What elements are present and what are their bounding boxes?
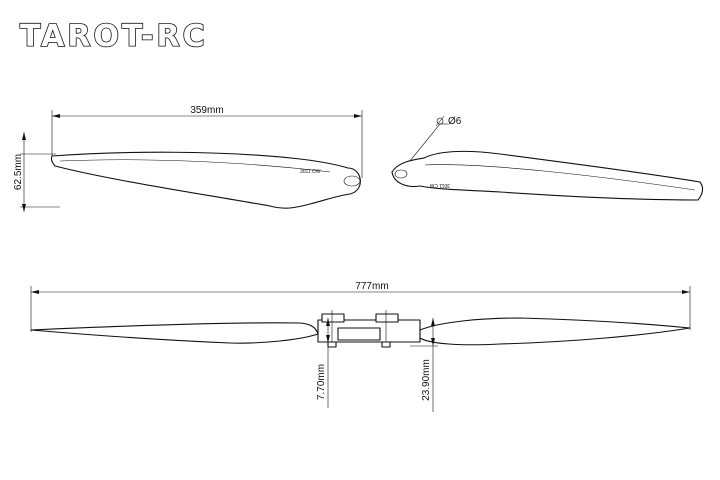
- left-blade-side: [30, 322, 319, 344]
- hub-blade-outline: [391, 150, 704, 201]
- width-arrow-bottom: [22, 204, 26, 212]
- total-height-label: 23.90mm: [421, 359, 432, 401]
- width-arrow-top: [22, 132, 26, 140]
- hub-nut-left: [327, 341, 337, 348]
- mount-hole: [343, 175, 361, 187]
- hub-height-arrow-bottom: [326, 335, 330, 343]
- length-arrow-right: [354, 114, 362, 118]
- brand-logo: TAROT-RC: [20, 19, 208, 54]
- span-arrow-left: [31, 290, 39, 294]
- hub-nut-right: [381, 341, 391, 348]
- blade-edge-line: [59, 159, 331, 173]
- hub-clamp-left: [321, 313, 345, 323]
- right-blade-side: [419, 317, 691, 346]
- hub-clamp-right: [375, 313, 399, 323]
- total-height-arrow-bottom: [431, 338, 435, 346]
- propeller-side-view: 777mm 7.70mm 23.90mm: [30, 281, 691, 412]
- hub-mount-hole: [394, 169, 408, 179]
- hub-height-label: 7.70mm: [316, 364, 327, 400]
- span-label: 777mm: [355, 281, 388, 292]
- blade-outline: [50, 151, 361, 209]
- blade-top-view: 359mm 62.5mm 3011 CW: [13, 105, 363, 212]
- hole-diameter-label: Ø6: [448, 116, 462, 127]
- hub-height-arrow-top: [326, 318, 330, 326]
- width-label: 62.5mm: [13, 154, 24, 190]
- diameter-symbol-slash: [435, 115, 445, 127]
- hub-center-block: [337, 327, 381, 341]
- length-label: 359mm: [190, 105, 223, 116]
- hub-blade-label: 3011 CW: [429, 182, 450, 188]
- blade-hub-view: Ø6 3011 CW: [391, 115, 704, 201]
- diameter-symbol-icon: [436, 117, 444, 125]
- span-arrow-right: [682, 290, 690, 294]
- hub-blade-edge-line: [424, 164, 696, 191]
- blade-label: 3011 CW: [300, 169, 321, 175]
- total-height-arrow-top: [431, 318, 435, 326]
- length-arrow-left: [52, 114, 60, 118]
